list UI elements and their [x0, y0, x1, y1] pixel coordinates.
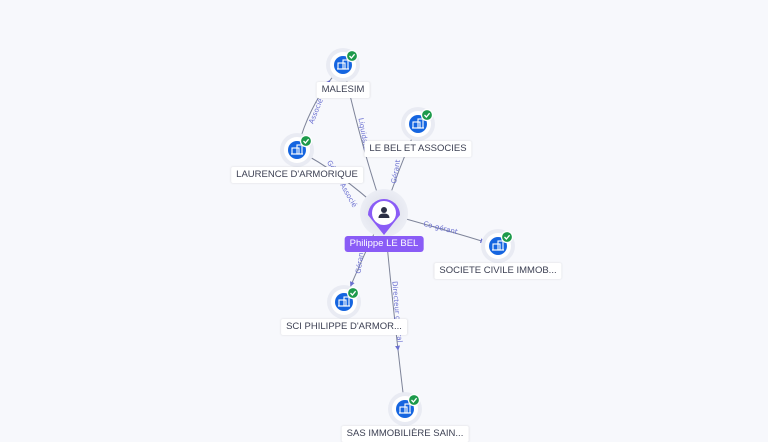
edge-label: Co-gérant: [423, 220, 459, 236]
verified-check-icon: [409, 395, 420, 406]
verified-check-icon: [301, 136, 312, 147]
edge-label: Gérant: [354, 249, 365, 274]
company-node-societe-civile-immob[interactable]: [481, 229, 515, 263]
verified-check-icon: [502, 232, 513, 243]
person-label[interactable]: Philippe LE BEL: [345, 236, 424, 252]
verified-check-icon: [347, 51, 358, 62]
company-node-le-bel-et-associes[interactable]: [401, 107, 435, 141]
verified-check-icon: [422, 110, 433, 121]
company-node-laurence-darmorique[interactable]: [280, 133, 314, 167]
edge-label: Gérant: [390, 159, 402, 184]
company-label[interactable]: LAURENCE D'ARMORIQUE: [231, 167, 363, 183]
company-node-sci-philippe-darmor[interactable]: [327, 285, 361, 319]
company-label[interactable]: MALESIM: [317, 82, 370, 98]
company-label[interactable]: LE BEL ET ASSOCIES: [364, 141, 471, 157]
person-node[interactable]: [360, 189, 408, 237]
verified-check-icon: [348, 288, 359, 299]
company-label[interactable]: SCI PHILIPPE D'ARMOR...: [281, 319, 407, 335]
company-label[interactable]: SOCIETE CIVILE IMMOB...: [434, 263, 561, 279]
company-node-sas-immobiliere-sain[interactable]: [388, 392, 422, 426]
edge-arrow: [351, 283, 352, 285]
edge-label: Associé: [307, 97, 324, 125]
company-label[interactable]: SAS IMMOBILIÈRE SAIN...: [342, 426, 469, 442]
company-node-malesim[interactable]: [326, 48, 360, 82]
